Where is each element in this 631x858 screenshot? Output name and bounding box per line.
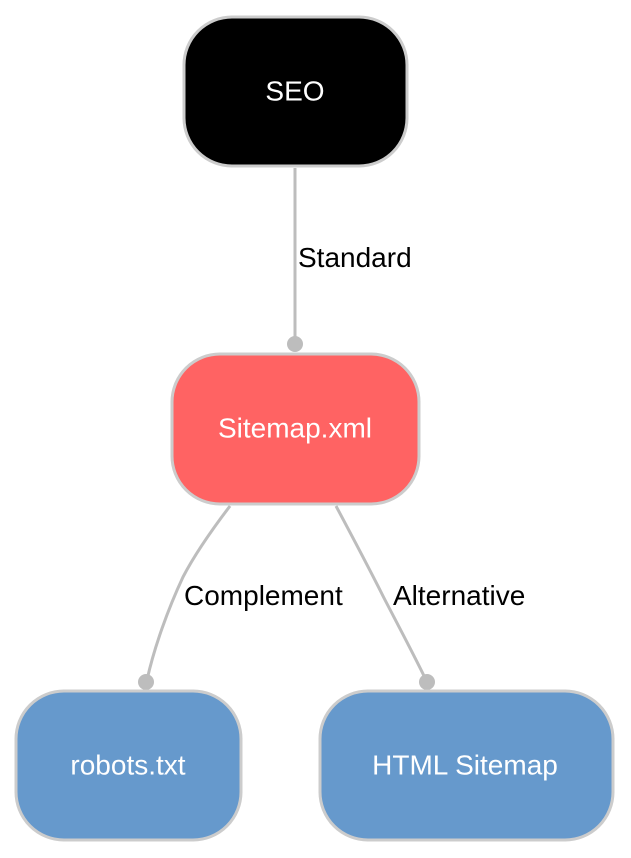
node-seo-box [182,15,409,168]
node-html-sitemap-box [318,689,615,842]
edge-label-alternative: Alternative [393,580,525,611]
edge-seo-to-sitemap: Standard [287,168,412,352]
node-seo-label: SEO [265,76,324,107]
node-robots-txt-label: robots.txt [70,750,185,781]
edge-sitemap-to-robots: Complement [138,505,343,690]
node-sitemap-xml-label: Sitemap.xml [218,413,372,444]
edge-sitemap-to-html: Alternative [334,505,525,690]
node-robots-txt: robots.txt [14,689,243,842]
edge-seo-to-sitemap-arrowhead [287,336,303,352]
edge-sitemap-to-robots-line [145,505,232,681]
edge-sitemap-to-robots-arrowhead [138,674,154,690]
edge-label-standard: Standard [298,242,412,273]
node-robots-txt-box [14,689,243,842]
node-html-sitemap-label: HTML Sitemap [372,750,558,781]
edge-sitemap-to-html-line [334,505,428,681]
node-sitemap-xml: Sitemap.xml [170,352,421,506]
node-seo: SEO [182,15,409,168]
edge-sitemap-to-html-arrowhead [419,674,435,690]
node-sitemap-xml-box [170,352,421,506]
edge-label-complement: Complement [184,580,343,611]
node-html-sitemap: HTML Sitemap [318,689,615,842]
